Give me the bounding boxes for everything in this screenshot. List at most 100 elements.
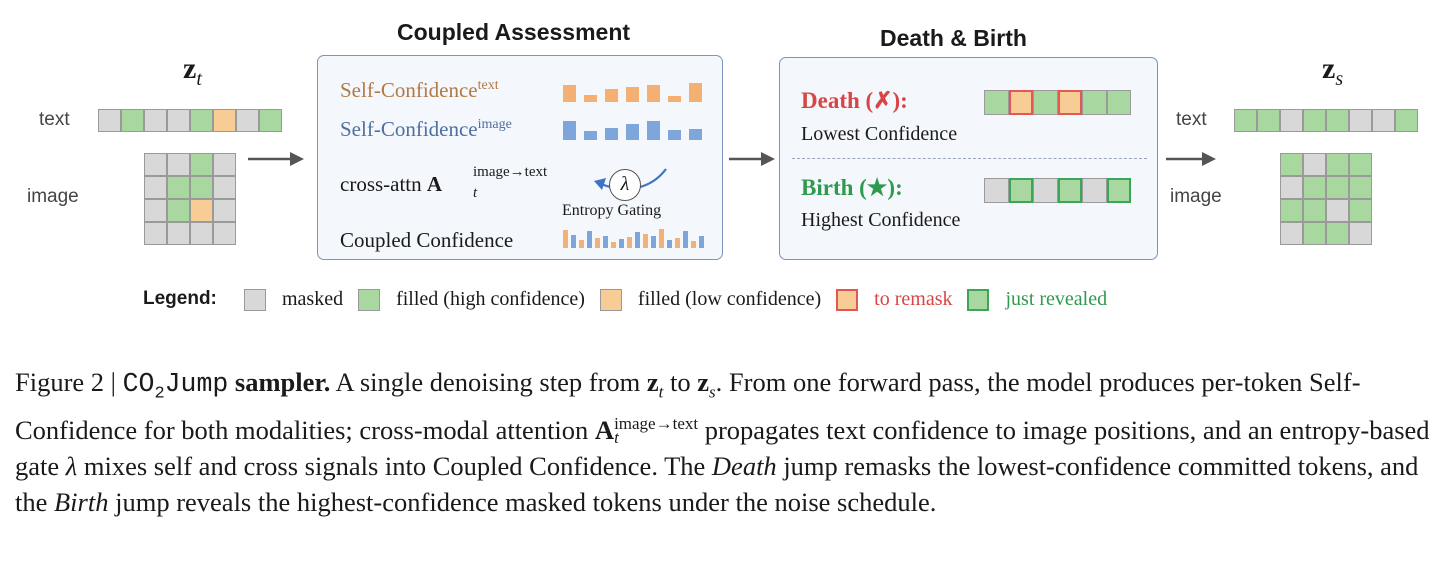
token-cell — [1280, 176, 1303, 199]
token-cell — [1008, 178, 1033, 203]
birth-label: Birth (★): — [801, 175, 903, 201]
legend-swatch-filled-high — [358, 289, 381, 311]
coupled-confidence-bars — [563, 228, 713, 248]
arrow-right-icon — [248, 152, 304, 166]
token-cell — [1326, 222, 1349, 245]
legend-swatch-just-revealed — [967, 289, 990, 311]
death-name: Death — [801, 88, 860, 113]
confidence-bar — [647, 121, 660, 140]
coupled-confidence-bar — [659, 229, 664, 248]
arrow-right-icon — [729, 152, 775, 166]
lowest-confidence-label: Lowest Confidence — [801, 123, 958, 145]
caption-method-sub: 2 — [154, 384, 165, 404]
coupled-confidence-bar — [699, 236, 704, 248]
coupled-confidence-bar — [603, 236, 608, 248]
self-confidence-image-label: Self-Confidenceimage — [340, 117, 512, 142]
cross-attn-text: cross-attn — [340, 172, 422, 196]
confidence-bar — [626, 87, 639, 102]
confidence-bar — [605, 128, 618, 140]
confidence-bar — [689, 129, 702, 140]
death-symbol: (✗): — [865, 88, 908, 113]
token-cell — [144, 109, 167, 132]
token-cell — [236, 109, 259, 132]
token-cell — [1234, 109, 1257, 132]
token-cell — [190, 176, 213, 199]
caption-figure-label: Figure 2 | — [15, 367, 116, 397]
cross-attn-superscript: image→text — [473, 164, 548, 180]
token-cell — [213, 153, 236, 176]
coupled-confidence-bar — [667, 240, 672, 248]
caption-method-suffix: Jump — [164, 369, 229, 399]
confidence-bar — [689, 83, 702, 102]
coupled-confidence-bar — [651, 236, 656, 248]
caption-birth: Birth — [54, 487, 109, 518]
token-cell — [1280, 109, 1303, 132]
coupled-confidence-bar — [595, 238, 600, 248]
token-cell — [167, 222, 190, 245]
confidence-bar — [563, 85, 576, 102]
self-confidence-text-bars — [563, 82, 713, 102]
zt-symbol: z — [183, 52, 197, 85]
legend-swatch-masked — [244, 289, 266, 311]
caption-lambda: λ — [65, 451, 78, 482]
cross-attn-label: cross-attn A — [340, 172, 442, 197]
self-confidence-image-sup: image — [477, 117, 512, 132]
caption-s4: jump remasks the lowest-confidence commi… — [15, 451, 1419, 518]
self-confidence-image-bars — [563, 120, 713, 140]
birth-name: Birth — [801, 175, 854, 200]
token-cell — [1349, 222, 1372, 245]
token-cell — [1303, 176, 1326, 199]
legend-swatch-filled-low — [599, 289, 622, 311]
birth-token-row — [984, 178, 1134, 203]
zt-title: zt — [183, 52, 202, 91]
token-cell — [1326, 153, 1349, 176]
token-cell — [1280, 222, 1303, 245]
confidence-bar — [605, 89, 618, 102]
token-cell — [1303, 109, 1326, 132]
coupled-confidence-bar — [683, 231, 688, 248]
token-cell — [144, 153, 167, 176]
zs-subscript: s — [1335, 68, 1344, 90]
token-cell — [190, 153, 213, 176]
caption-zt-sub: t — [658, 382, 664, 402]
zt-image-token-grid — [144, 153, 236, 245]
token-cell — [190, 222, 213, 245]
token-cell — [1106, 178, 1131, 203]
token-cell — [167, 153, 190, 176]
legend-label-filled-low: filled (low confidence) — [637, 288, 822, 310]
token-cell — [167, 176, 190, 199]
token-cell — [144, 176, 167, 199]
legend-label-just-revealed: just revealed — [1005, 288, 1108, 310]
death-birth-title: Death & Birth — [880, 25, 1027, 51]
arrow-right-icon — [1166, 152, 1216, 166]
coupled-confidence-bar — [643, 234, 648, 248]
coupled-confidence-bar — [587, 231, 592, 248]
token-cell — [144, 222, 167, 245]
lambda-symbol: λ — [620, 173, 630, 195]
caption-s1: A single denoising step from — [335, 367, 641, 397]
token-cell — [190, 199, 213, 222]
self-confidence-text-sup: text — [477, 78, 499, 93]
death-label: Death (✗): — [801, 88, 908, 114]
token-cell — [1372, 109, 1395, 132]
coupled-confidence-label: Coupled Confidence — [340, 228, 514, 252]
caption-method-prefix: CO — [122, 369, 155, 399]
token-cell — [1395, 109, 1418, 132]
token-cell — [1033, 90, 1058, 115]
coupled-confidence-bar — [579, 240, 584, 248]
zs-title: zs — [1322, 52, 1343, 91]
death-birth-divider — [792, 158, 1147, 159]
token-cell — [1057, 178, 1082, 203]
coupled-confidence-bar — [627, 237, 632, 248]
confidence-bar — [626, 124, 639, 140]
coupled-confidence-bar — [619, 239, 624, 248]
cross-attn-symbol: A — [426, 172, 443, 196]
legend-title: Legend: — [143, 288, 217, 309]
caption-zs-sub: s — [709, 382, 716, 402]
token-cell — [1280, 199, 1303, 222]
token-cell — [167, 199, 190, 222]
token-cell — [144, 199, 167, 222]
confidence-bar — [647, 85, 660, 102]
